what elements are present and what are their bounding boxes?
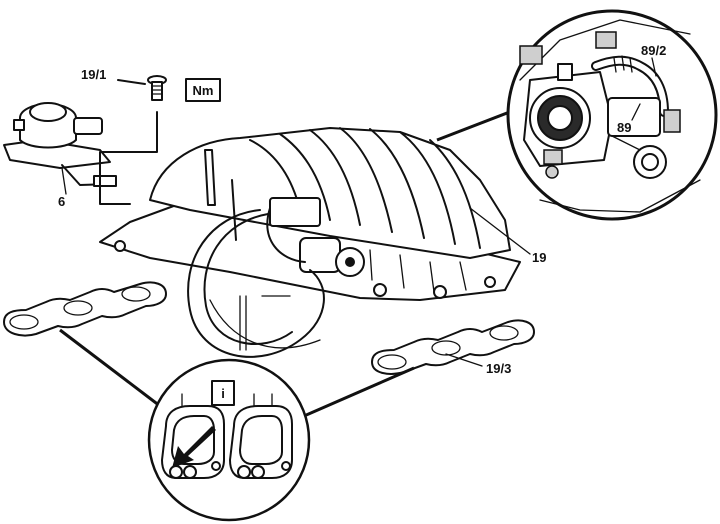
screw-19-1 — [147, 75, 167, 101]
sensor-leader — [61, 167, 67, 195]
gasket-right-leader — [303, 366, 415, 418]
throttle-body-detail-circle — [506, 9, 718, 221]
torque-symbol: Nm — [193, 83, 214, 98]
screw-leader — [117, 79, 146, 85]
intake-manifold — [99, 127, 521, 358]
gasket-left-leader — [59, 328, 161, 408]
detail-leader — [436, 106, 521, 142]
sensor-unit — [3, 102, 117, 187]
torque-box: Nm — [185, 78, 221, 102]
gasket-right — [371, 319, 535, 375]
label-hose-89-2: 89/2 — [641, 43, 666, 58]
label-screw-19-1: 19/1 — [81, 67, 106, 82]
label-throttle-body-89: 89 — [617, 120, 631, 135]
arrow-icon — [172, 426, 216, 468]
screw-bracket-leader — [99, 111, 158, 205]
info-symbol: i — [221, 386, 225, 401]
hose-leader — [651, 57, 657, 77]
label-manifold-19: 19 — [532, 250, 546, 265]
gasket-detail-circle: i — [147, 358, 311, 522]
throttle-leader — [631, 103, 641, 121]
label-gasket-19-3: 19/3 — [486, 361, 511, 376]
info-icon — [211, 380, 235, 406]
gasket-leader — [445, 353, 483, 367]
gasket-left — [3, 281, 167, 337]
label-sensor-6: 6 — [58, 194, 65, 209]
manifold-leader — [469, 207, 531, 255]
